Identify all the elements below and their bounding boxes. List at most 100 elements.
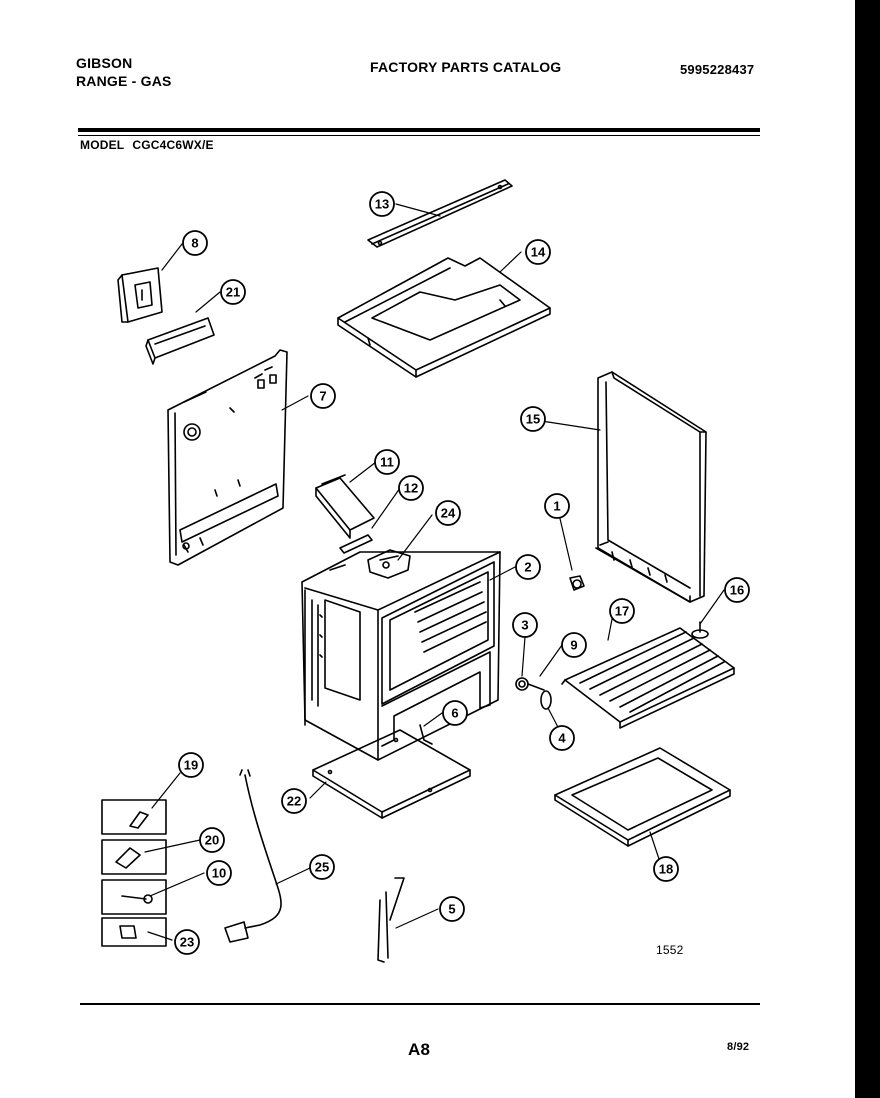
part-22-base-plate bbox=[312, 729, 471, 819]
callout-circle bbox=[398, 475, 424, 501]
callout-3: 3 bbox=[512, 612, 538, 638]
callout-11: 11 bbox=[374, 449, 400, 475]
callout-circle bbox=[174, 929, 200, 955]
part-1-knob bbox=[569, 575, 585, 591]
part-13-trim-strip bbox=[367, 179, 513, 248]
callout-21: 21 bbox=[220, 279, 246, 305]
reference-code: 1552 bbox=[656, 943, 684, 957]
part-7-back-panel bbox=[167, 349, 288, 566]
part-14-top-panel bbox=[337, 257, 551, 378]
callout-23: 23 bbox=[174, 929, 200, 955]
part-2-cabinet bbox=[301, 551, 501, 761]
catalog-number: 5995228437 bbox=[680, 62, 755, 77]
part-6-screw bbox=[419, 724, 433, 745]
callout-circle bbox=[561, 632, 587, 658]
model-label: MODEL bbox=[80, 138, 125, 152]
callout-number: 25 bbox=[315, 860, 329, 875]
hardware-boxes bbox=[101, 799, 167, 947]
callout-number: 7 bbox=[319, 389, 326, 404]
callout-20: 20 bbox=[199, 827, 225, 853]
part-3-9-4-valve-parts bbox=[515, 677, 552, 710]
part-17-oven-rack bbox=[561, 627, 735, 729]
part-11-bracket bbox=[315, 474, 375, 554]
callout-number: 11 bbox=[380, 455, 394, 470]
callout-circle bbox=[549, 725, 575, 751]
callout-number: 18 bbox=[659, 862, 673, 877]
footer-rule bbox=[80, 1003, 760, 1005]
callout-10: 10 bbox=[206, 860, 232, 886]
part-25-power-cord bbox=[224, 769, 282, 943]
callout-number: 14 bbox=[531, 245, 546, 260]
header-rule bbox=[78, 128, 760, 132]
catalog-date: 8/92 bbox=[727, 1041, 750, 1053]
part-21-panel bbox=[145, 317, 215, 365]
callout-circle bbox=[369, 191, 395, 217]
callout-7: 7 bbox=[310, 383, 336, 409]
callout-circle bbox=[206, 860, 232, 886]
callout-18: 18 bbox=[653, 856, 679, 882]
header-rule-thin bbox=[78, 135, 760, 136]
callout-circle bbox=[515, 554, 541, 580]
part-18-broiler-pan bbox=[554, 747, 731, 847]
callout-number: 17 bbox=[615, 604, 629, 619]
callout-number: 19 bbox=[184, 758, 198, 773]
callout-4: 4 bbox=[549, 725, 575, 751]
callout-13: 13 bbox=[369, 191, 395, 217]
callout-circle bbox=[520, 406, 546, 432]
callout-number: 10 bbox=[212, 866, 226, 881]
callout-number: 8 bbox=[191, 236, 198, 251]
callout-9: 9 bbox=[561, 632, 587, 658]
page-label: A8 bbox=[408, 1040, 431, 1059]
callout-circle bbox=[178, 752, 204, 778]
product-type: RANGE - GAS bbox=[76, 73, 172, 89]
callout-number: 6 bbox=[451, 706, 458, 721]
callout-circle bbox=[199, 827, 225, 853]
callout-number: 24 bbox=[441, 506, 456, 521]
callout-number: 13 bbox=[375, 197, 389, 212]
part-24-valve bbox=[367, 549, 411, 579]
callout-number: 20 bbox=[205, 833, 219, 848]
callout-circle bbox=[525, 239, 551, 265]
callout-number: 16 bbox=[730, 583, 744, 598]
manufacturer-name: GIBSON bbox=[76, 55, 133, 71]
callout-24: 24 bbox=[435, 500, 461, 526]
callout-number: 5 bbox=[448, 902, 455, 917]
callout-25: 25 bbox=[309, 854, 335, 880]
callout-circle bbox=[609, 598, 635, 624]
callout-circle bbox=[182, 230, 208, 256]
callout-circle bbox=[653, 856, 679, 882]
callout-17: 17 bbox=[609, 598, 635, 624]
callout-12: 12 bbox=[398, 475, 424, 501]
callout-number: 15 bbox=[526, 412, 540, 427]
callout-22: 22 bbox=[281, 788, 307, 814]
callout-circle bbox=[374, 449, 400, 475]
callout-number: 1 bbox=[553, 499, 560, 514]
callout-circle bbox=[439, 896, 465, 922]
callout-circle bbox=[512, 612, 538, 638]
callout-number: 3 bbox=[521, 618, 528, 633]
callout-number: 23 bbox=[180, 935, 194, 950]
callout-circle bbox=[220, 279, 246, 305]
callout-14: 14 bbox=[525, 239, 551, 265]
part-5-hinge bbox=[377, 877, 405, 963]
callout-circle bbox=[309, 854, 335, 880]
callout-circle bbox=[435, 500, 461, 526]
callout-2: 2 bbox=[515, 554, 541, 580]
callout-circle bbox=[544, 493, 570, 519]
callout-number: 9 bbox=[570, 638, 577, 653]
callout-6: 6 bbox=[442, 700, 468, 726]
callout-15: 15 bbox=[520, 406, 546, 432]
callout-circle bbox=[281, 788, 307, 814]
callout-number: 21 bbox=[226, 285, 240, 300]
part-8-bracket bbox=[117, 267, 163, 323]
callout-8: 8 bbox=[182, 230, 208, 256]
callout-circle bbox=[724, 577, 750, 603]
catalog-title: FACTORY PARTS CATALOG bbox=[370, 59, 562, 75]
exploded-parts-diagram: 1234567891011121314151617181920212223242… bbox=[101, 179, 750, 963]
callout-1: 1 bbox=[544, 493, 570, 519]
callout-5: 5 bbox=[439, 896, 465, 922]
callout-number: 4 bbox=[558, 731, 566, 746]
part-drawings bbox=[101, 179, 735, 963]
callout-number: 12 bbox=[404, 481, 418, 496]
